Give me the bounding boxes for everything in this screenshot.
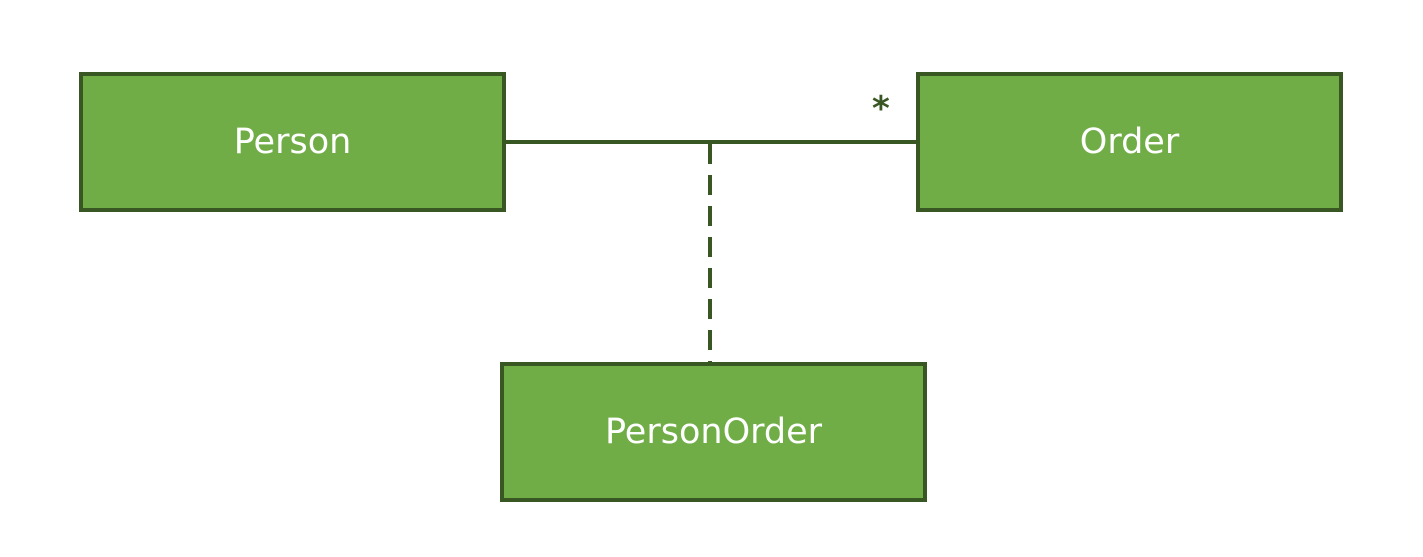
class-name-person: Person (233, 121, 352, 162)
class-box-personorder: PersonOrder (500, 362, 927, 502)
association-line (506, 140, 916, 144)
class-name-personorder: PersonOrder (604, 411, 823, 452)
class-box-person: Person (79, 72, 506, 212)
class-box-order: Order (916, 72, 1343, 212)
order-multiplicity-label: * (872, 89, 890, 129)
class-name-order: Order (1079, 121, 1180, 162)
association-class-dashed-link (708, 144, 712, 362)
